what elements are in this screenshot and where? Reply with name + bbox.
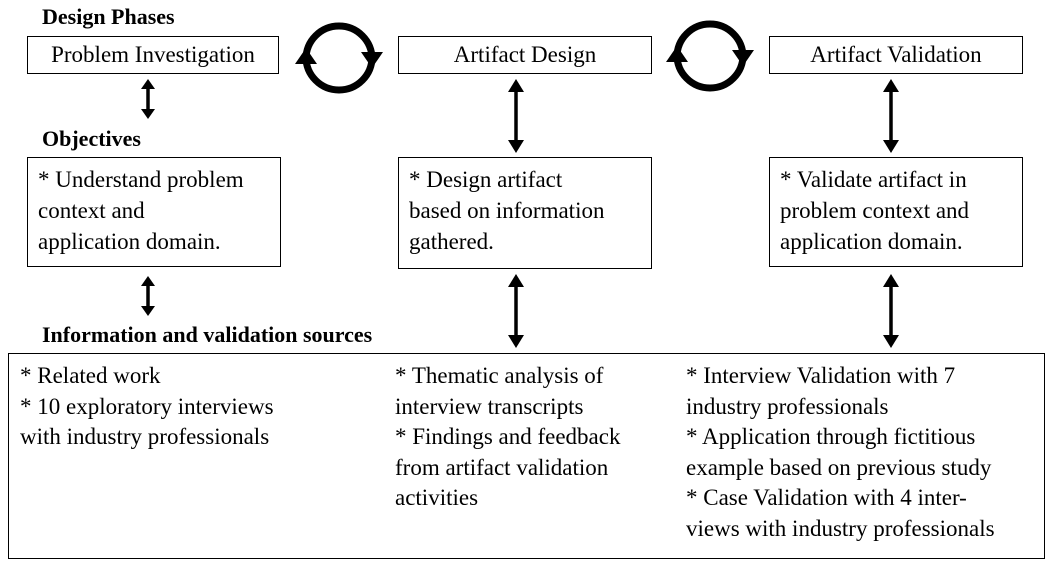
objective-line: * Design artifact [409,167,563,192]
double-arrow-icon [508,274,524,348]
source-line: * Case Validation with 4 inter- [686,485,967,510]
cycle-arrows-icon [295,26,383,90]
sources-column-problem-investigation: * Related work * 10 exploratory intervie… [20,361,274,453]
objective-line: based on information [409,198,605,223]
double-arrow-icon [883,274,899,348]
double-arrow-icon [883,79,899,153]
source-line: * Related work [20,363,161,388]
objective-box-problem-investigation: * Understand problem context and applica… [27,157,281,267]
sources-heading: Information and validation sources [42,322,373,347]
objective-line: gathered. [409,229,494,254]
objectives-heading: Objectives [42,126,141,151]
objective-line: application domain. [780,229,963,254]
double-arrow-icon [139,274,157,318]
source-line: example based on previous study [686,454,992,480]
source-line: with industry professionals [20,424,270,449]
objective-line: application domain. [38,229,221,254]
design-phases-heading: Design Phases [42,4,175,29]
double-arrow-icon [139,77,157,121]
phase-label: Artifact Validation [810,42,982,67]
objective-line: * Understand problem [38,167,244,192]
objective-box-artifact-design: * Design artifact based on information g… [398,157,652,269]
phase-label: Artifact Design [453,42,597,67]
source-line: activities [395,485,479,510]
source-line: * Findings and feedback [395,424,621,449]
source-line: industry professionals [686,393,889,419]
objective-line: * Validate artifact in [780,167,967,192]
objective-line: context and [38,198,145,223]
objective-box-artifact-validation: * Validate artifact in problem context a… [769,157,1023,267]
phase-box-artifact-design: Artifact Design [398,36,652,74]
sources-box [8,353,1045,559]
phase-box-problem-investigation: Problem Investigation [27,36,279,74]
sources-column-artifact-design: * Thematic analysis of interview transcr… [395,361,620,514]
double-arrow-icon [508,79,524,153]
source-line: views with industry professionals [686,515,995,541]
source-line: * Application through fictitious [686,424,976,449]
phase-box-artifact-validation: Artifact Validation [769,36,1023,74]
objective-line: problem context and [780,198,970,223]
sources-column-artifact-validation: * Interview Validation with 7 industry p… [686,361,995,544]
source-line: interview transcripts [395,393,584,419]
cycle-arrows-icon [666,24,754,88]
source-line: * 10 exploratory interviews [20,393,274,419]
source-line: from artifact validation [395,454,609,480]
source-line: * Thematic analysis of [395,363,604,388]
source-line: * Interview Validation with 7 [686,363,956,388]
phase-label: Problem Investigation [51,42,255,67]
